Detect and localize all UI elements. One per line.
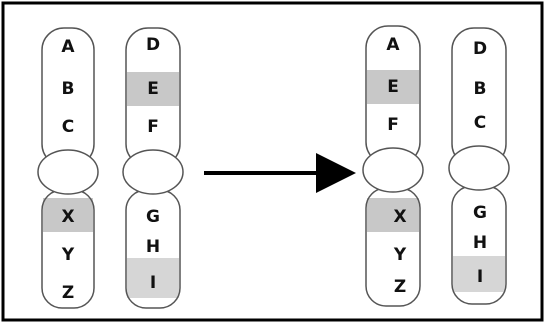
gene-label: A [61, 37, 75, 57]
gene-label: Z [62, 283, 74, 303]
gene-label: I [150, 273, 156, 293]
gene-label: B [62, 79, 75, 99]
before-chromosome-1: A B C X Y Z [37, 27, 99, 309]
gene-label: E [387, 77, 399, 97]
after-chromosome-2: D B C G H I [448, 27, 510, 305]
band-e-shade [367, 70, 419, 104]
band-x-shade [367, 198, 419, 232]
after-chromosome-1: A E F X Y Z [362, 25, 424, 307]
gene-label: C [474, 113, 486, 133]
band-i-shade [453, 256, 505, 292]
gene-label: Y [393, 245, 407, 265]
gene-label: X [61, 207, 74, 227]
gene-label: C [62, 117, 74, 137]
gene-label: Y [61, 245, 75, 265]
gene-label: F [387, 115, 399, 135]
gene-label: E [147, 79, 159, 99]
gene-label: G [473, 203, 487, 223]
centromere [122, 149, 184, 195]
gene-label: B [474, 79, 487, 99]
gene-label: G [146, 207, 160, 227]
gene-label: A [386, 35, 400, 55]
band-i-shade [127, 258, 179, 298]
gene-label: D [473, 39, 487, 59]
gene-label: H [473, 233, 487, 253]
band-e-shade [127, 72, 179, 106]
gene-label: X [393, 207, 406, 227]
band-x-shade [43, 198, 93, 232]
gene-label: H [146, 237, 160, 257]
centromere [362, 147, 424, 193]
gene-label: D [146, 35, 160, 55]
centromere [37, 149, 99, 195]
centromere [448, 145, 510, 191]
gene-label: F [147, 117, 159, 137]
gene-label: Z [394, 277, 406, 297]
gene-label: I [477, 267, 483, 287]
before-chromosome-2: D E F G H I [122, 27, 184, 309]
